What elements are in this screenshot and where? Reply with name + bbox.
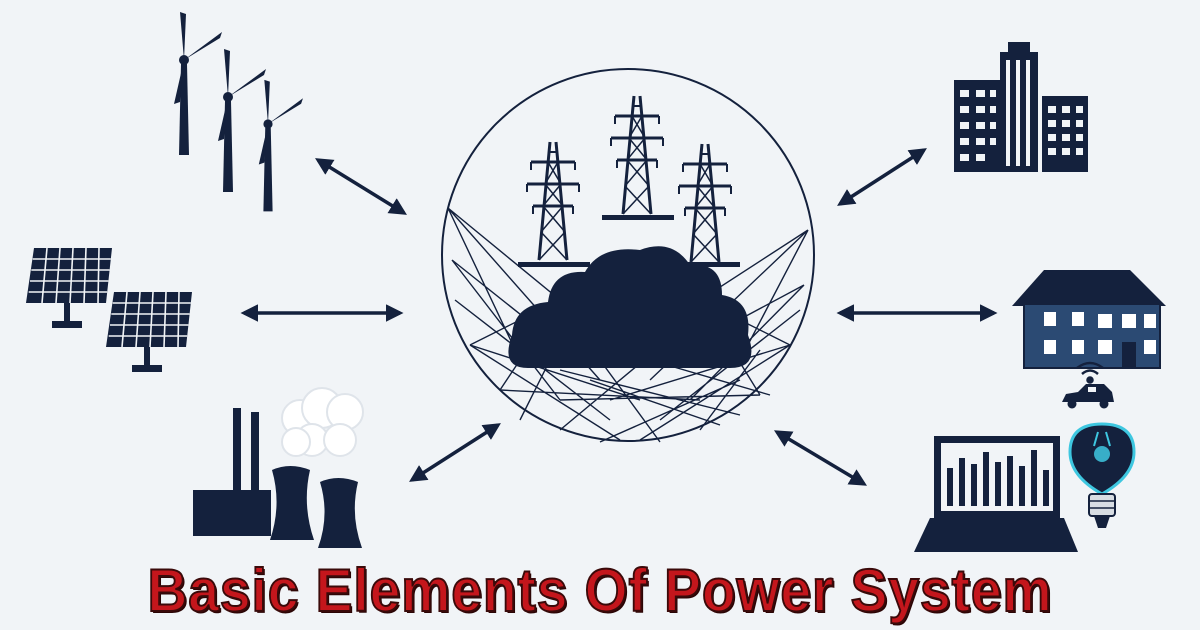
electric-car-icon — [1062, 384, 1114, 409]
wind-turbine-icon — [258, 79, 303, 212]
connection-arrows — [240, 148, 998, 486]
arrow-buildings — [837, 148, 927, 206]
city-buildings-icon — [954, 42, 1088, 172]
solar-panels — [25, 247, 193, 373]
buildings — [954, 42, 1088, 172]
transmission-grid-hub — [441, 68, 815, 443]
arrow-plant — [409, 423, 501, 482]
house-icon — [1012, 270, 1166, 369]
solar-panel-icon — [105, 291, 193, 373]
power-plant-icon — [193, 408, 362, 548]
wind-turbine-icon — [174, 12, 222, 155]
power-plant — [193, 387, 364, 548]
solar-panel-icon — [25, 247, 113, 329]
house — [1012, 270, 1166, 369]
laptop-chart-icon — [914, 436, 1078, 552]
arrow-laptop — [773, 430, 868, 486]
arrow-wind — [315, 158, 407, 215]
smoke-icon — [281, 387, 364, 457]
light-bulb — [1068, 422, 1136, 528]
electric-car — [1062, 361, 1114, 409]
page-title: Basic Elements Of Power System — [147, 556, 1053, 625]
light-bulb-icon — [1068, 422, 1136, 528]
wireless-signal-icon — [1076, 361, 1104, 384]
transmission-tower-icon — [602, 94, 674, 220]
hub-circle — [441, 68, 815, 442]
cloud-icon — [508, 246, 752, 368]
wind-turbine-icon — [218, 49, 266, 192]
wind-turbines — [174, 12, 303, 212]
transmission-tower-icon — [518, 140, 590, 267]
laptop-monitor — [914, 436, 1078, 552]
transmission-tower-icon — [668, 142, 740, 267]
